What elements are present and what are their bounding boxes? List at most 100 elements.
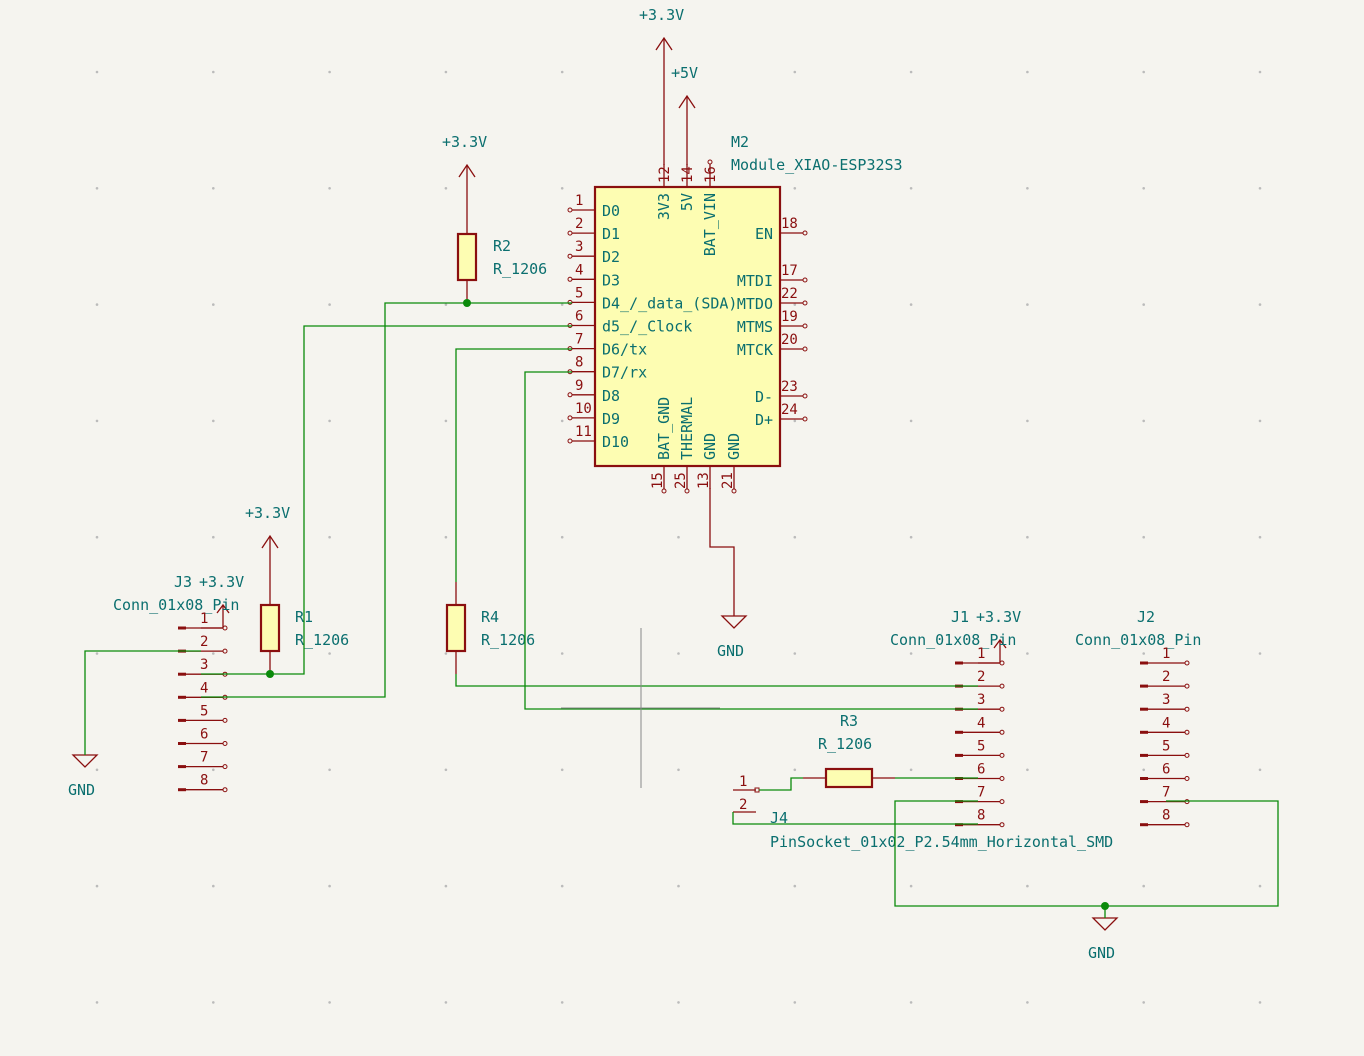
power-3v3-r1[interactable]: +3.3V bbox=[245, 504, 290, 582]
resistor-ref: R2 bbox=[493, 237, 511, 255]
pin-number: 4 bbox=[575, 262, 583, 278]
pin-number: 7 bbox=[200, 750, 208, 766]
pin-number: 15 bbox=[650, 472, 666, 489]
grid-dot bbox=[95, 70, 99, 74]
pin-name: D- bbox=[755, 388, 773, 406]
grid-dot bbox=[1258, 187, 1262, 190]
pin-number: 25 bbox=[673, 472, 689, 489]
module-m2[interactable]: M2 Module_XIAO-ESP32S3 1D02D13D24D35D4_/… bbox=[567, 133, 903, 494]
grid-dot bbox=[560, 768, 564, 772]
resistor-r2[interactable]: R2 R_1206 bbox=[456, 210, 547, 303]
grid-dot bbox=[909, 1001, 913, 1004]
resistor-r3[interactable]: R3 R_1206 bbox=[803, 712, 895, 789]
pin-number: 7 bbox=[1162, 785, 1170, 801]
resistor-ref: R4 bbox=[481, 608, 499, 626]
pin-number: 19 bbox=[781, 309, 798, 325]
grid-dot bbox=[1258, 884, 1262, 888]
connector-j1-value: Conn_01x08_Pin bbox=[890, 631, 1016, 649]
grid-dot bbox=[1142, 187, 1145, 190]
gnd-module[interactable]: GND bbox=[709, 488, 748, 660]
pin-number: 22 bbox=[781, 286, 798, 302]
pin-number: 8 bbox=[200, 773, 208, 789]
pin-number: 4 bbox=[977, 715, 985, 731]
grid-dot bbox=[444, 419, 448, 423]
resistor-r4[interactable]: R4 R_1206 bbox=[445, 582, 535, 674]
grid-dot bbox=[1026, 1001, 1029, 1004]
grid-dot bbox=[444, 70, 448, 74]
grid-dot bbox=[328, 419, 331, 423]
pin-number: 6 bbox=[200, 727, 208, 743]
pin-name: GND bbox=[701, 433, 719, 460]
resistor-value: R_1206 bbox=[295, 631, 349, 649]
grid-dot bbox=[909, 768, 913, 772]
pin-number: 7 bbox=[977, 785, 985, 801]
pin-number: 3 bbox=[575, 239, 583, 255]
grid-dot bbox=[909, 884, 913, 888]
grid-dot bbox=[560, 70, 564, 74]
grid-dot bbox=[1258, 70, 1262, 74]
grid-dot bbox=[1026, 70, 1029, 74]
pin-number: 4 bbox=[200, 680, 208, 696]
grid-dot bbox=[793, 419, 797, 423]
pin-name: D3 bbox=[602, 271, 620, 289]
grid-dot bbox=[677, 884, 680, 888]
pin-number: 24 bbox=[781, 402, 798, 418]
pin-number: 9 bbox=[575, 378, 583, 394]
gnd-label: GND bbox=[717, 642, 744, 660]
grid-dot bbox=[1258, 303, 1262, 306]
power-label: +3.3V bbox=[976, 608, 1021, 626]
power-label: +3.3V bbox=[442, 133, 487, 151]
power-3v3-j1[interactable]: +3.3V bbox=[976, 608, 1021, 664]
pin-name: MTDI bbox=[737, 272, 773, 290]
connector-j4[interactable]: 1 2 bbox=[733, 774, 760, 813]
power-3v3-module[interactable]: +3.3V bbox=[639, 6, 684, 165]
grid-dot bbox=[1026, 768, 1029, 772]
grid-dot bbox=[212, 768, 215, 772]
grid-dot bbox=[95, 652, 99, 655]
pin-number: 2 bbox=[739, 797, 747, 813]
pin-number: 16 bbox=[703, 166, 719, 183]
pin-name: 5V bbox=[678, 193, 696, 211]
grid-dot bbox=[1258, 652, 1262, 655]
grid-dot bbox=[1142, 884, 1145, 888]
gnd-left[interactable]: GND bbox=[68, 754, 99, 799]
pin-name: D1 bbox=[602, 225, 620, 243]
grid-dot bbox=[793, 70, 797, 74]
power-3v3-r2[interactable]: +3.3V bbox=[442, 133, 487, 210]
grid-dot bbox=[1258, 419, 1262, 423]
pin-name: D10 bbox=[602, 433, 629, 451]
grid-dot bbox=[677, 652, 680, 655]
grid-dot bbox=[909, 187, 913, 190]
grid-dot bbox=[212, 419, 215, 423]
grid-dot bbox=[1142, 768, 1145, 772]
resistor-value: R_1206 bbox=[481, 631, 535, 649]
connector-j2-ref: J2 bbox=[1137, 608, 1155, 626]
grid-dot bbox=[1026, 187, 1029, 190]
pin-number: 8 bbox=[1162, 808, 1170, 824]
grid-dot bbox=[95, 303, 99, 306]
grid-dot bbox=[909, 70, 913, 74]
grid-dot bbox=[95, 1001, 99, 1004]
power-5v[interactable]: +5V bbox=[671, 64, 698, 165]
resistor-r1[interactable]: R1 R_1206 bbox=[259, 582, 349, 674]
pin-name: D8 bbox=[602, 387, 620, 405]
gnd-bottom-right[interactable]: GND bbox=[1088, 917, 1119, 962]
grid-dot bbox=[328, 1001, 331, 1004]
grid-dot bbox=[560, 652, 564, 655]
pin-name: EN bbox=[755, 225, 773, 243]
grid-dot bbox=[1026, 535, 1029, 539]
pin-name: D0 bbox=[602, 202, 620, 220]
junction-dot bbox=[1101, 902, 1109, 910]
grid-dot bbox=[95, 187, 99, 190]
pin-number: 1 bbox=[977, 646, 985, 662]
pin-number: 4 bbox=[1162, 715, 1170, 731]
resistor-value: R_1206 bbox=[493, 260, 547, 278]
gnd-label: GND bbox=[1088, 944, 1115, 962]
pin-number: 3 bbox=[1162, 692, 1170, 708]
pin-number: 8 bbox=[575, 355, 583, 371]
